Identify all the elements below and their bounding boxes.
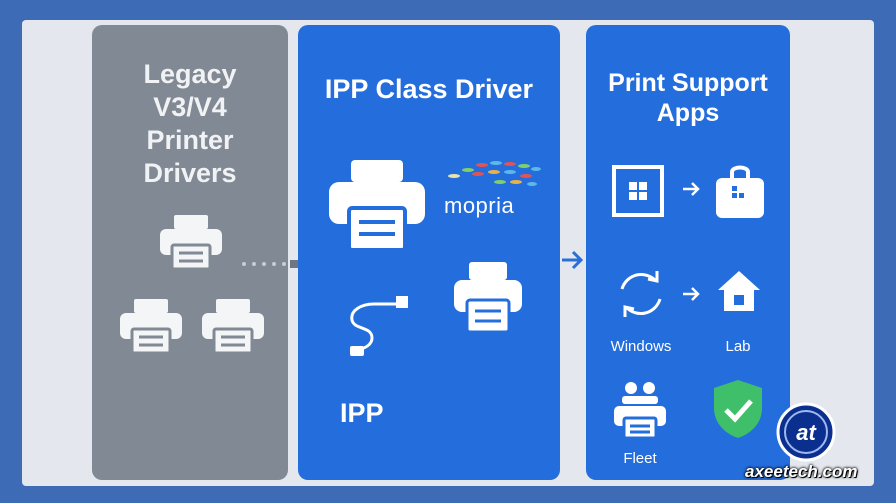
people-printer-icon	[614, 382, 666, 440]
printer-icon	[329, 160, 425, 252]
sync-icon	[620, 271, 662, 317]
grid-app-icon	[612, 165, 664, 217]
mopria-logo-text: mopria	[444, 193, 515, 218]
windows-label: Windows	[610, 338, 672, 355]
arrow-right-icon	[683, 287, 700, 301]
lab-label: Lab	[725, 338, 751, 355]
printer-icon	[454, 262, 522, 334]
ipp-class-driver-title: IPP Class Driver	[324, 74, 534, 104]
arrow-right-icon	[683, 182, 700, 196]
legacy-title-line-2: V3/V4	[153, 92, 227, 122]
printer-icon	[160, 215, 222, 271]
mopria-dots-logo	[448, 161, 541, 186]
fleet-label: Fleet	[623, 450, 657, 467]
print-support-apps-title: Print Support Apps	[586, 68, 790, 128]
apps-title-line-2: Apps	[656, 99, 720, 127]
legacy-title-line-1: Legacy	[143, 59, 237, 89]
printer-icon	[120, 299, 182, 355]
legacy-drivers-title: Legacy V3/V4 Printer Drivers	[92, 58, 288, 190]
ipp-label: IPP	[340, 398, 384, 428]
axeetech-watermark: axeetech.com	[745, 462, 858, 481]
legacy-title-line-3: Printer	[146, 125, 234, 155]
apps-title-line-1: Print Support	[608, 69, 768, 97]
arrow-right-icon	[562, 250, 584, 270]
printer-icon	[202, 299, 264, 355]
store-bag-icon	[716, 165, 764, 218]
axeetech-logo: at	[776, 402, 836, 462]
shield-check-icon	[714, 380, 762, 438]
home-icon	[718, 271, 760, 311]
ipp-class-driver-panel	[298, 25, 560, 480]
usb-cable-icon	[350, 296, 408, 356]
axeetech-logo-text: at	[796, 420, 817, 445]
legacy-title-line-4: Drivers	[143, 158, 237, 188]
